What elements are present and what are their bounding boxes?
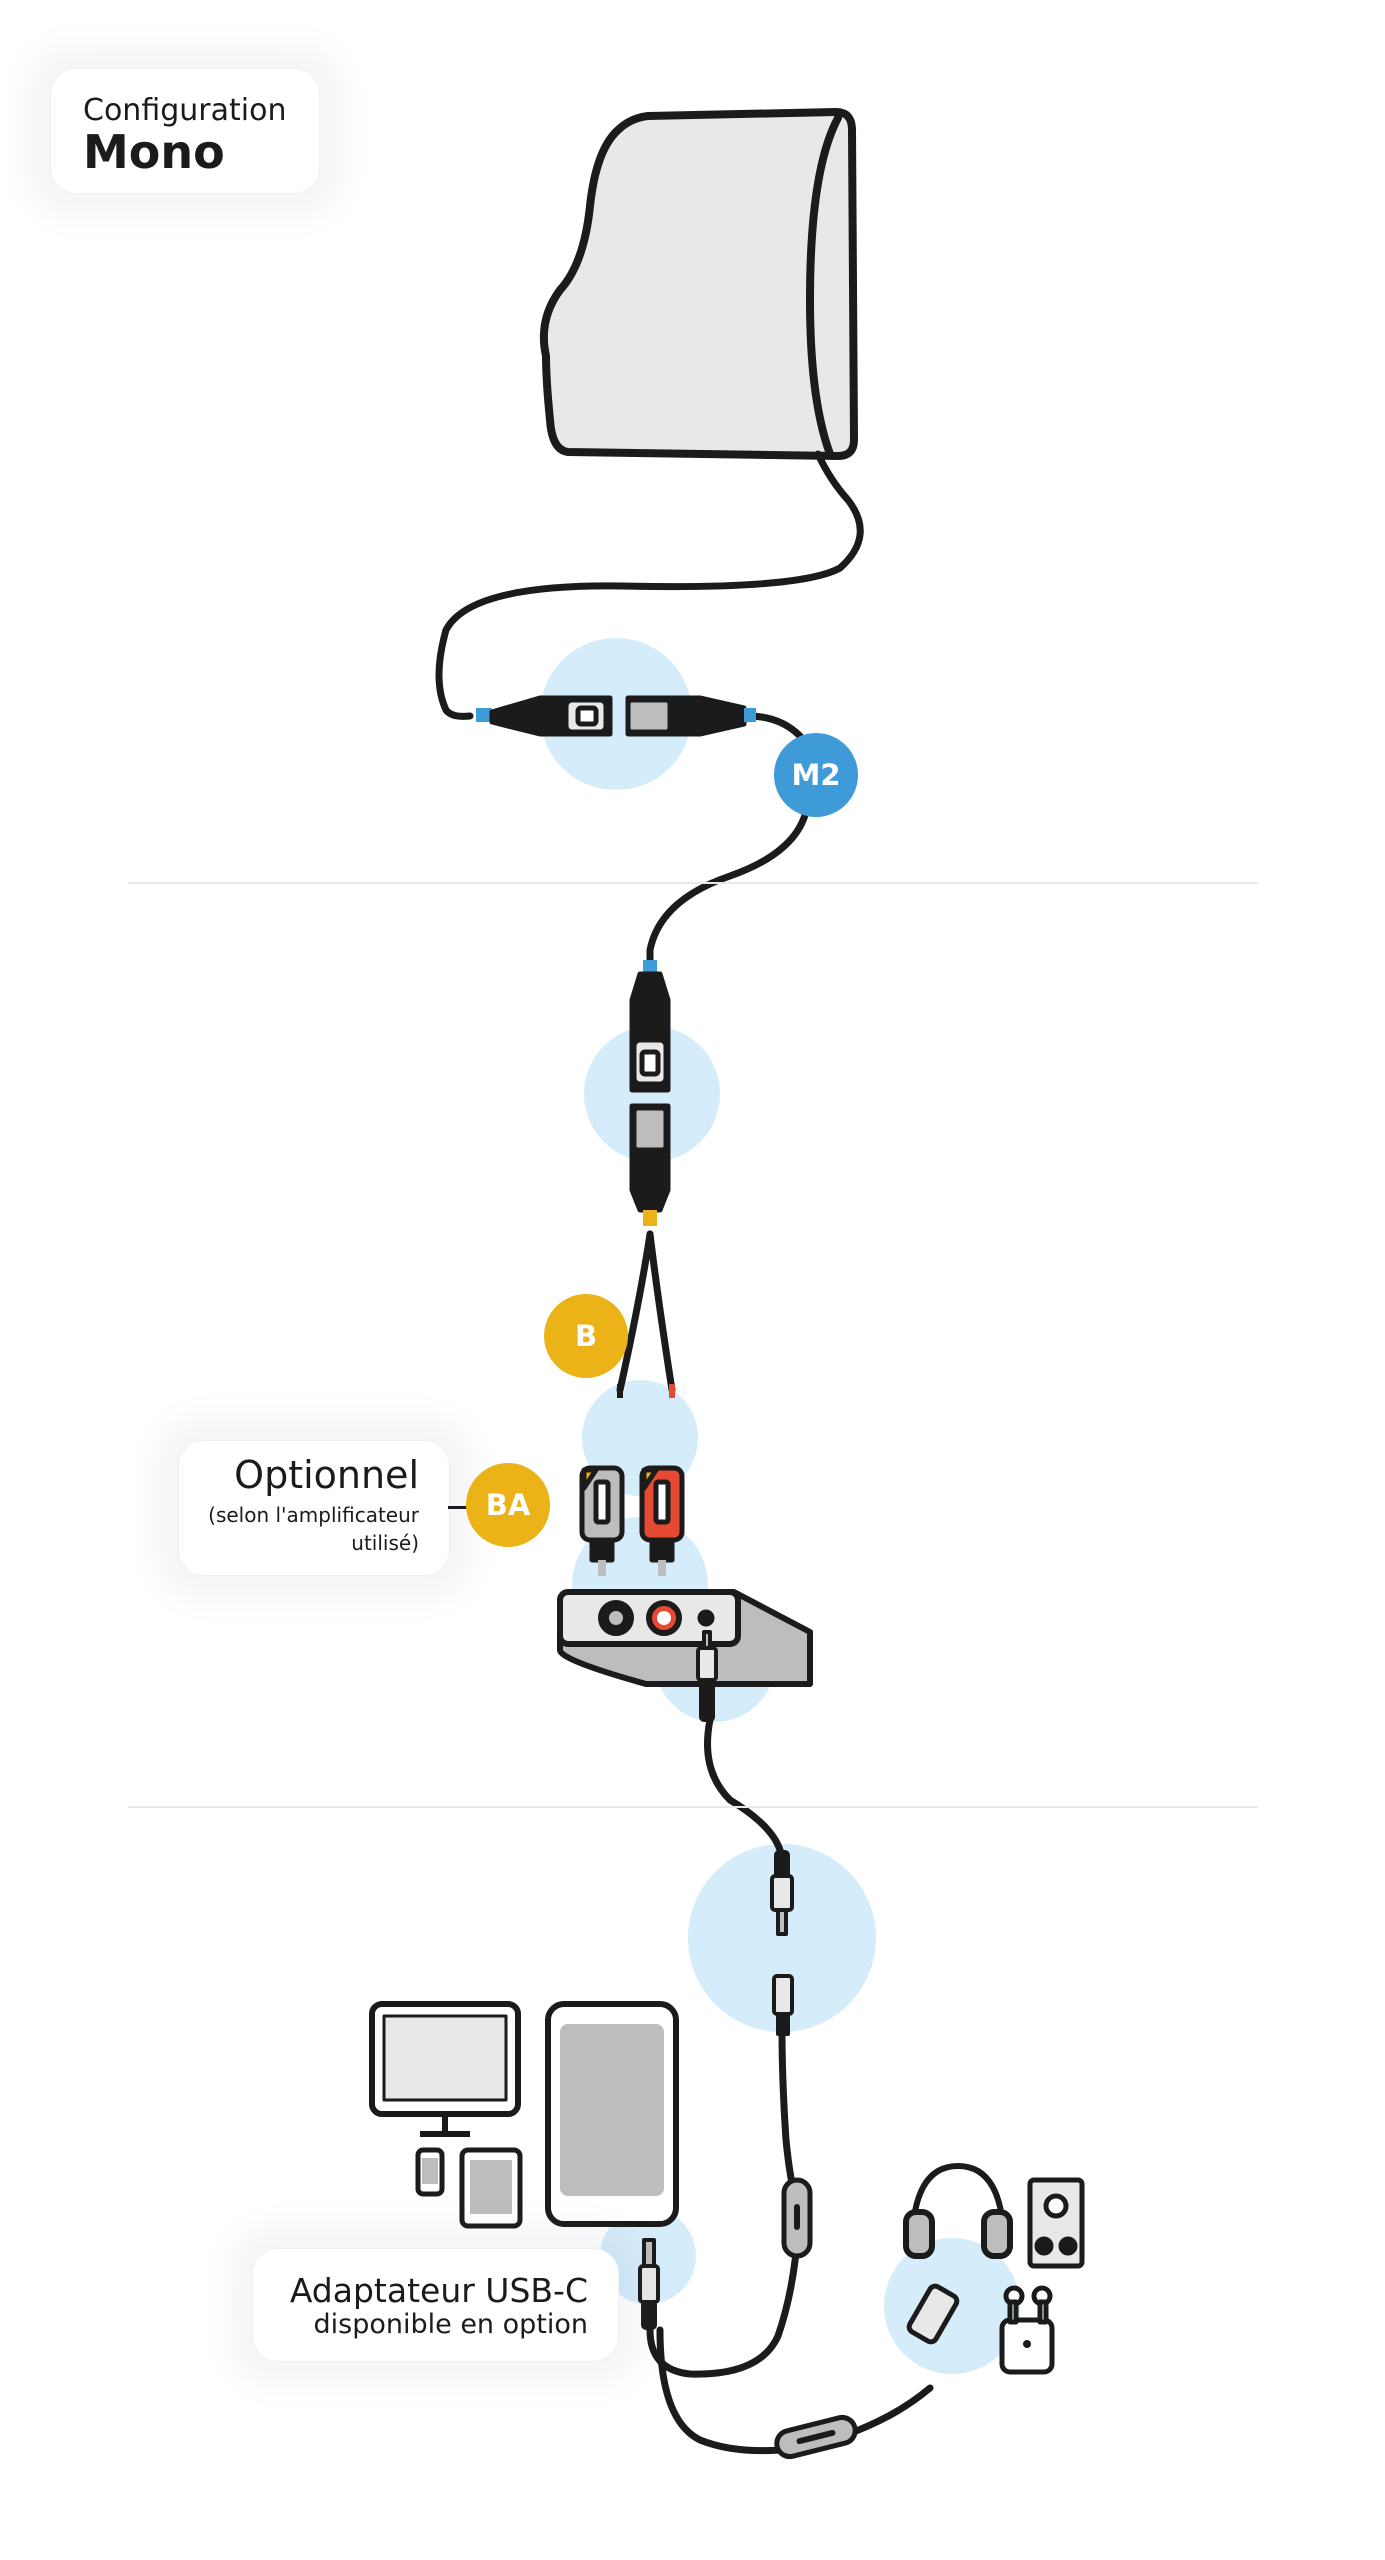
highlight-circle-jack <box>688 1844 876 2032</box>
optional-card-title: Optionnel <box>234 1453 419 1497</box>
wireless-earbuds-icon <box>999 2285 1055 2375</box>
output-jack-icon <box>906 2283 960 2345</box>
usb-adapter-card: Adaptateur USB-C disponible en option <box>252 2248 619 2362</box>
highlight-circle-connector <box>540 638 692 790</box>
config-card-label: Configuration <box>83 93 287 128</box>
cable-lines <box>435 450 934 2455</box>
section-divider-bottom <box>128 1806 1258 1808</box>
cable-pillow-to-connector <box>435 450 864 720</box>
inline-remote-icon <box>774 2177 858 2460</box>
cable-connector-to-splitter <box>646 712 813 969</box>
section-divider-top <box>128 882 1258 884</box>
config-card: Configuration Mono <box>50 68 320 194</box>
computer-monitor-icon <box>369 2001 521 2137</box>
badge-m2: M2 <box>774 733 858 817</box>
tablet-icon <box>415 2147 523 2229</box>
smartphone-icon <box>545 2001 679 2227</box>
usb-adapter-subtitle: disponible en option <box>313 2309 589 2340</box>
config-card-title: Mono <box>83 125 225 179</box>
optional-card-subtitle: (selon l'amplificateur utilisé) <box>208 1503 419 1555</box>
speaker-icon <box>1027 2177 1085 2269</box>
usb-adapter-title: Adaptateur USB-C <box>289 2271 588 2310</box>
cable-jack-to-phone <box>646 2026 802 2378</box>
rca-plug-icon <box>579 1465 685 1576</box>
amplifier-box-icon <box>557 1589 813 1687</box>
badge-b: B <box>544 1294 628 1378</box>
cable-phone-to-output <box>656 2326 934 2455</box>
cable-split-left <box>616 1230 654 1394</box>
cable-split-right <box>646 1230 676 1394</box>
pillow-speaker-icon <box>539 108 858 460</box>
highlight-circle-splitter <box>584 1026 720 1162</box>
badge-ba: BA <box>466 1463 550 1547</box>
mini-jack-icon <box>638 1630 794 2330</box>
wire-tips <box>617 1384 675 1398</box>
cable-amp-to-jack <box>704 1716 786 1864</box>
badge-ba-leader-line <box>448 1506 468 1509</box>
y-splitter-cable-icon <box>629 960 671 1226</box>
headphones-icon <box>903 2163 1013 2259</box>
optional-card: Optionnel (selon l'amplificateur utilisé… <box>178 1440 450 1576</box>
cable-connector-icon <box>476 695 756 737</box>
